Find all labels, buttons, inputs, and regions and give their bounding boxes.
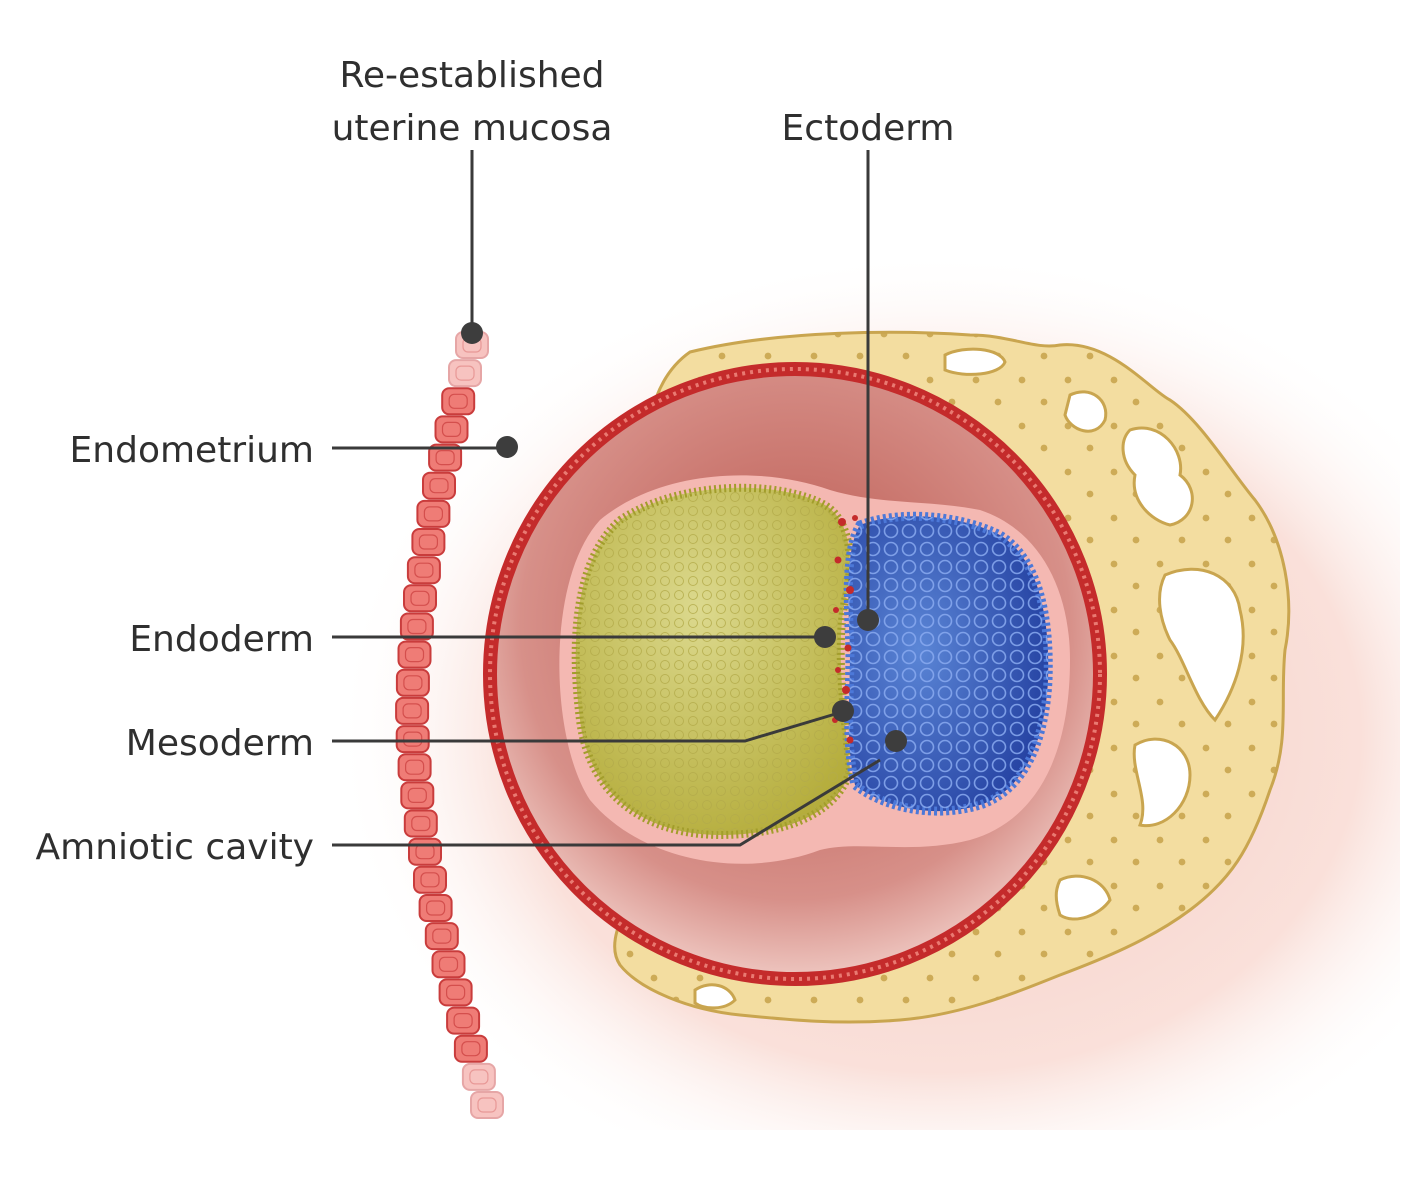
uterine-cell-inner [402,703,422,719]
uterine-cell [446,1006,481,1035]
uterine-cell [403,809,438,838]
uterine-cell-inner [446,984,466,1001]
uterine-cell-inner [404,646,425,663]
uterine-cell [470,1091,504,1119]
uterine-cell [453,1034,488,1063]
uterine-cell-inner [461,1041,481,1057]
uterine-cell-inner [441,421,462,437]
uterine-cell-inner [455,365,475,381]
uterine-cell-inner [407,618,427,635]
uterine-cell [411,528,446,556]
uterine-cell [434,415,469,444]
label-mucosa-line1: Re-established [339,55,604,96]
uterine-cell [399,612,434,641]
label-amniotic-cavity: Amniotic cavity [36,827,314,868]
pointer-dots [461,322,907,752]
uterine-cell-inner [477,1097,497,1113]
label-endoderm: Endoderm [129,619,314,660]
uterine-cell [428,443,463,472]
uterine-cell-inner [403,675,423,691]
label-ectoderm: Ectoderm [782,108,955,149]
uterine-cell-inner [429,478,449,494]
uterine-cell [461,1062,496,1091]
label-mesoderm: Mesoderm [126,723,314,764]
uterine-cell-inner [403,731,423,747]
uterine-cell-inner [448,393,468,409]
label-mucosa-line2: uterine mucosa [332,108,613,149]
mesoderm-cells [832,515,858,744]
uterine-cell-inner [418,534,438,550]
uterine-cell-inner [423,506,443,522]
uterine-cell [413,865,447,894]
uterine-cell-inner [405,759,425,775]
leader-lines [332,150,881,847]
uterine-cell-inner [426,900,446,916]
uterine-cell-inner [411,815,431,832]
uterine-cell [418,894,453,922]
uterine-cell [403,584,437,613]
uterine-cell [395,696,430,725]
uterine-cell [395,668,430,697]
uterine-cell [397,753,432,782]
uterine-cell [408,837,442,866]
uterine-cell [424,922,459,951]
uterine-cell [397,640,432,669]
yolk-sac [571,483,855,840]
epiblast [843,511,1053,816]
uterine-cell [422,471,456,500]
uterine-mucosa-cells [395,331,504,1119]
uterine-cell-inner [410,590,430,606]
uterine-cell [441,387,476,416]
label-endometrium: Endometrium [70,430,314,471]
uterine-cell [400,781,435,810]
uterine-cell-inner [407,787,427,804]
uterine-cell [406,556,441,585]
uterine-cell-inner [438,956,459,972]
uterine-cell [416,499,451,528]
uterine-cell-inner [420,872,440,888]
uterine-cell [448,359,482,388]
uterine-cell [438,978,473,1007]
uterine-cell-inner [435,450,455,466]
uterine-cell-inner [414,562,434,578]
uterine-cell-inner [469,1069,489,1085]
uterine-cell [395,725,430,754]
uterine-cell-inner [432,928,452,944]
uterine-cell [431,950,466,979]
uterine-cell-inner [453,1012,473,1029]
